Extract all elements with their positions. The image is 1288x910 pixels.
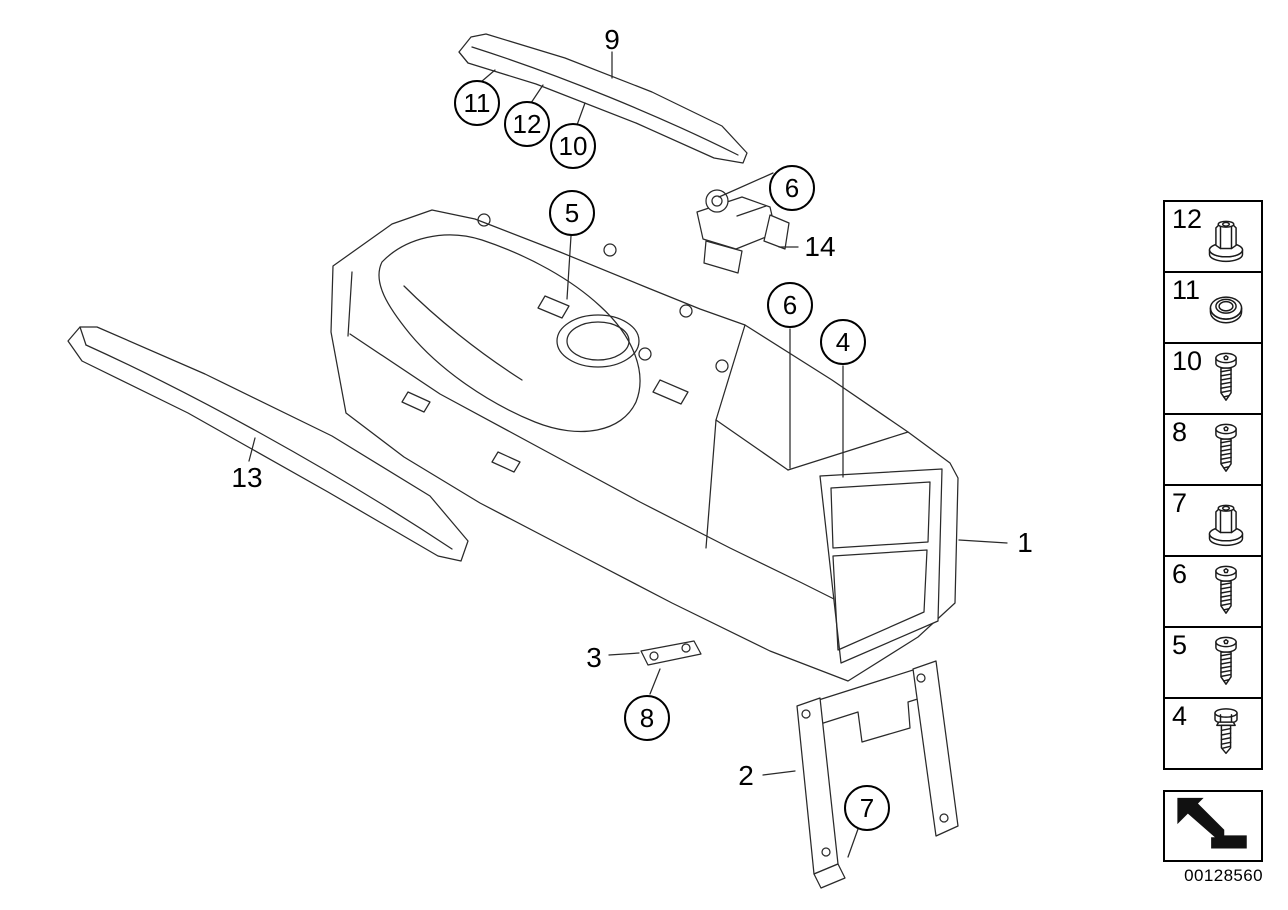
callout-6[interactable]: 6 (767, 282, 813, 328)
diagram-id: 00128560 (1184, 866, 1263, 885)
callout-4[interactable]: 4 (820, 319, 866, 365)
callout-8[interactable]: 8 (624, 695, 670, 741)
torx-screw-icon (1194, 631, 1258, 697)
legend-item-number: 7 (1172, 488, 1188, 518)
callout-3[interactable]: 3 (586, 642, 602, 673)
hex-bolt-icon (1194, 702, 1258, 768)
callout-13[interactable]: 13 (231, 462, 263, 493)
legend-item-4[interactable]: 4 (1163, 697, 1263, 770)
trim-strip-9 (458, 33, 748, 164)
washer-icon (1194, 276, 1258, 342)
legend-item-8[interactable]: 8 (1163, 413, 1263, 486)
flange-nut-icon (1194, 489, 1258, 555)
legend-item-6[interactable]: 6 (1163, 555, 1263, 628)
callout-12[interactable]: 12 (504, 101, 550, 147)
callout-5[interactable]: 5 (549, 190, 595, 236)
callout-9[interactable]: 9 (604, 24, 620, 55)
torx-screw-icon (1194, 347, 1258, 413)
legend-item-7[interactable]: 7 (1163, 484, 1263, 557)
torx-screw-icon (1194, 418, 1258, 484)
legend-item-number: 4 (1172, 701, 1188, 731)
flange-nut-icon (1194, 205, 1258, 271)
legend-item-11[interactable]: 11 (1163, 271, 1263, 344)
bracket-3 (640, 640, 702, 666)
legend-item-10[interactable]: 10 (1163, 342, 1263, 415)
callout-6[interactable]: 6 (769, 165, 815, 211)
callout-2[interactable]: 2 (738, 760, 754, 791)
fastener-legend: 12 11 10 8 7 6 5 (1163, 200, 1263, 770)
callout-14[interactable]: 14 (804, 231, 836, 262)
callout-7[interactable]: 7 (844, 785, 890, 831)
callout-1[interactable]: 1 (1017, 527, 1033, 558)
torx-screw-icon (1194, 560, 1258, 626)
legend-item-number: 12 (1172, 204, 1203, 234)
leader-lines (248, 51, 1008, 858)
direction-arrow-box[interactable] (1163, 790, 1263, 862)
bracket-2 (796, 660, 959, 889)
legend-item-number: 11 (1172, 275, 1201, 305)
callout-10[interactable]: 10 (550, 123, 596, 169)
legend-item-number: 10 (1172, 346, 1203, 376)
callout-11[interactable]: 11 (454, 80, 500, 126)
legend-item-5[interactable]: 5 (1163, 626, 1263, 699)
legend-item-number: 8 (1172, 417, 1188, 447)
trim-strip-13 (67, 326, 469, 562)
direction-arrow-icon (1177, 797, 1247, 849)
legend-item-number: 6 (1172, 559, 1188, 589)
legend-item-12[interactable]: 12 (1163, 200, 1263, 273)
console-body (330, 209, 959, 682)
legend-item-number: 5 (1172, 630, 1188, 660)
